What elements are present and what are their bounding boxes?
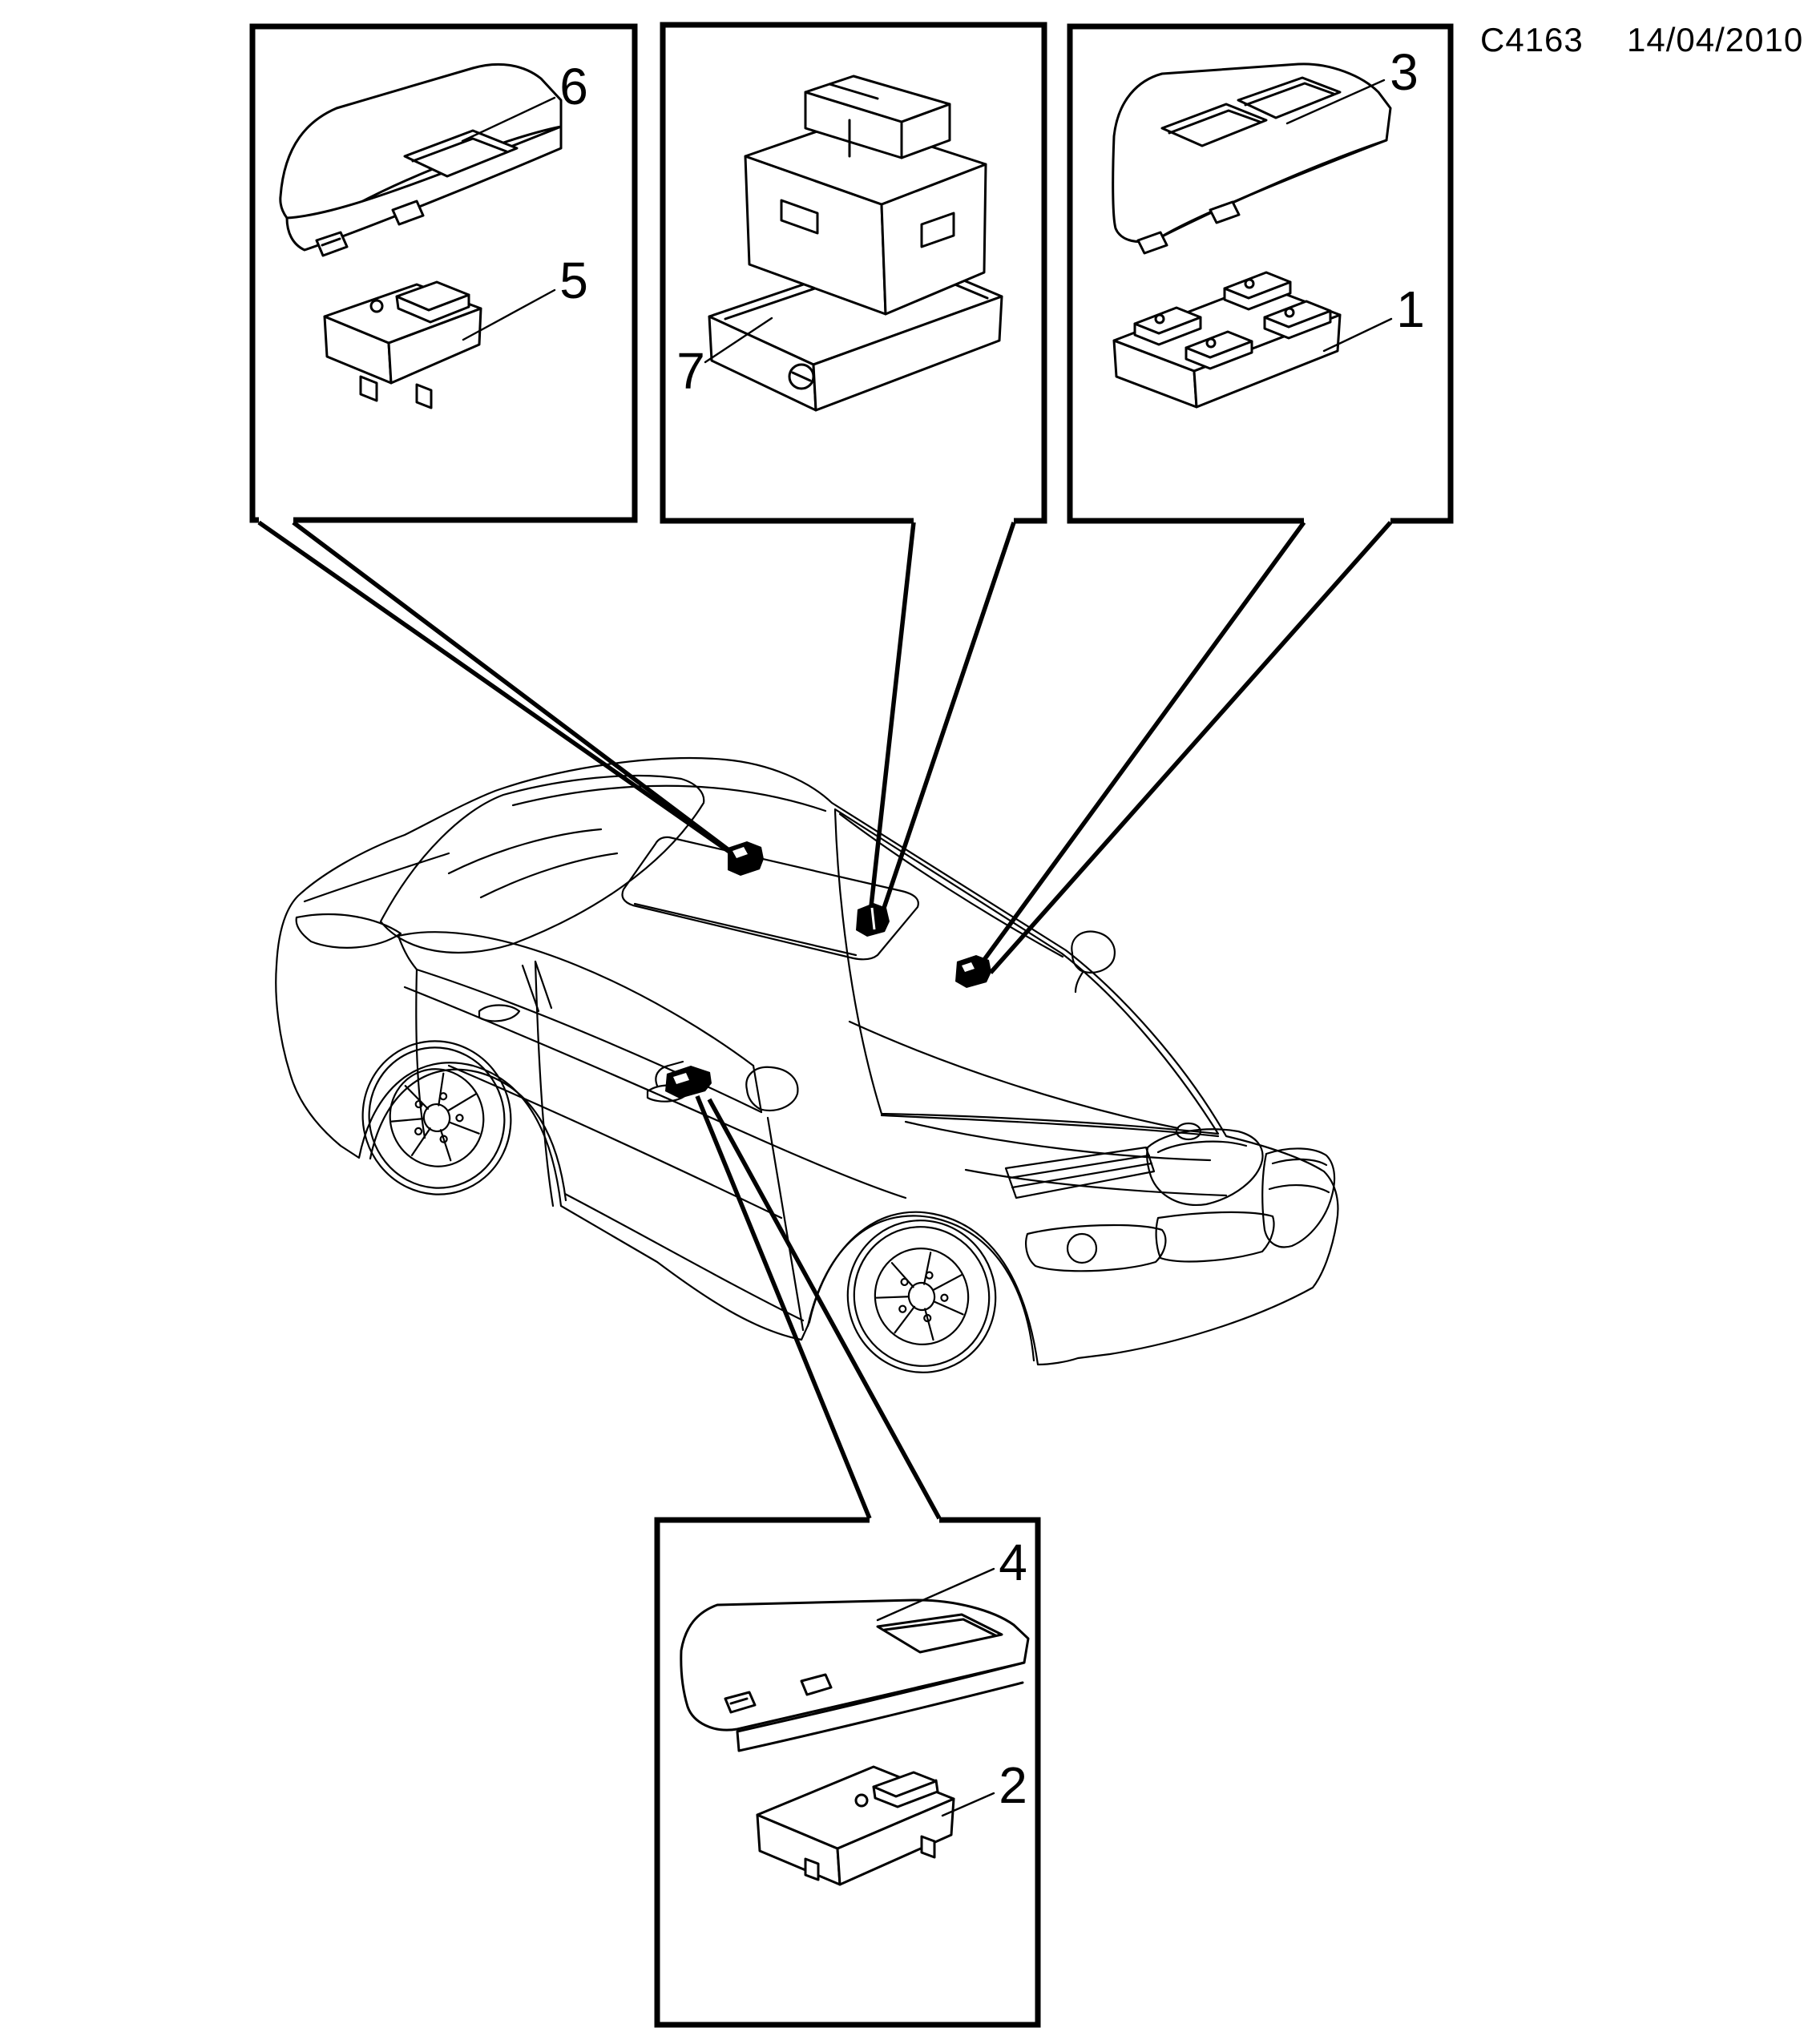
sunroof-switch-marker (728, 841, 764, 876)
callout-box-top-left (249, 23, 638, 523)
leader-lines-rear-door-switch (695, 1095, 942, 1520)
part-illustration-2-switch (756, 1765, 955, 1886)
center-grille (1261, 1147, 1336, 1248)
part-number-5: 5 (559, 252, 588, 309)
part-illustration-7-switch-unit (708, 75, 1003, 412)
part-number-1: 1 (1396, 280, 1425, 338)
callout-leader-3 (1285, 79, 1386, 125)
headlight (1146, 1128, 1264, 1206)
callout-box-bottom (654, 1517, 1041, 2028)
callout-box-top-right (1067, 23, 1454, 524)
part-number-4: 4 (999, 1534, 1027, 1591)
drawing-date-label: 14/04/2010 (1627, 21, 1803, 58)
fog-lamp (1025, 1224, 1167, 1272)
callout-leader-2 (941, 1792, 995, 1817)
overhead-console-switch-marker (856, 903, 890, 937)
part-illustration-5-switch (323, 280, 482, 409)
part-number-7: 7 (676, 342, 705, 400)
callout-leader-7 (704, 316, 773, 364)
rear-door-handle (478, 1004, 521, 1022)
leader-lines-sunroof-switch (257, 520, 752, 869)
part-illustration-6-switch-cover (279, 62, 563, 257)
left-mirror (745, 1066, 799, 1112)
callout-leader-1 (1322, 317, 1393, 353)
windshield (833, 808, 1220, 1135)
drawing-code-label: C4163 (1480, 21, 1584, 58)
sunroof (621, 836, 919, 961)
part-callouts: 6 5 7 3 1 4 2 (461, 43, 1425, 1817)
rear-window (379, 774, 705, 954)
hood-badge (1175, 1122, 1202, 1141)
callout-leader-5 (462, 288, 556, 341)
right-mirror (1071, 930, 1116, 974)
taillight (295, 913, 402, 949)
part-number-3: 3 (1390, 43, 1419, 101)
front-wheel (846, 1220, 997, 1373)
part-number-2: 2 (999, 1756, 1027, 1814)
rear-wheel (361, 1040, 512, 1195)
callout-leader-4 (876, 1567, 995, 1622)
leader-lines-overhead-switch (868, 522, 1016, 921)
leader-lines-driver-door-switch (977, 521, 1393, 974)
driver-door-switch-marker (655, 1060, 712, 1099)
windshield-header-switch-marker (955, 955, 991, 988)
callout-leader-6 (461, 96, 556, 143)
part-number-6: 6 (559, 58, 588, 115)
part-illustration-4-switch-bezel (680, 1599, 1030, 1752)
callout-box-top-center (660, 22, 1047, 524)
car-illustration (275, 756, 1339, 1373)
part-illustration-3-switch-bezel (1112, 62, 1392, 255)
part-illustration-1-window-switch-bank (1112, 271, 1342, 409)
